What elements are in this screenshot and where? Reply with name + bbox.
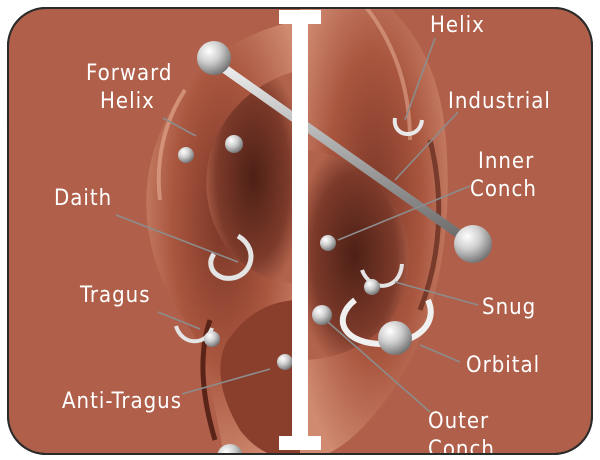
leader-industrial — [394, 111, 459, 181]
outer-conch-stud — [312, 305, 332, 325]
snug-ball — [364, 279, 380, 295]
label-inner-conch-line1: Inner — [478, 149, 534, 174]
center-divider — [279, 10, 321, 450]
industrial-ball-bottom — [454, 225, 492, 263]
label-outer-conch-line2: Conch — [428, 437, 495, 460]
frame-border — [7, 7, 593, 455]
label-tragus: Tragus — [79, 283, 151, 308]
tragus-ball — [204, 331, 220, 347]
leader-inner-conch — [337, 185, 471, 241]
industrial-bar — [210, 57, 475, 247]
industrial-ball-top — [197, 41, 231, 75]
leader-lines — [115, 37, 479, 413]
label-helix: Helix — [430, 13, 485, 38]
forward-helix-stud-1 — [178, 147, 194, 163]
label-daith: Daith — [54, 186, 112, 211]
label-forward-helix-line1: Forward — [86, 61, 172, 86]
helix-ring — [392, 117, 424, 136]
label-orbital: Orbital — [466, 353, 540, 378]
leader-anti-tragus — [181, 368, 271, 395]
leader-snug — [394, 281, 479, 306]
label-industrial: Industrial — [448, 89, 551, 114]
lower-ball — [217, 444, 243, 454]
leader-orbital — [419, 344, 461, 363]
label-snug: Snug — [482, 295, 536, 320]
label-outer-conch-line1: Outer — [428, 409, 489, 434]
leader-outer-conch — [327, 321, 431, 413]
forward-helix-stud-2 — [225, 135, 243, 153]
inner-conch-stud — [320, 235, 336, 251]
label-layer: Forward Helix Daith Tragus Anti-Tragus H… — [54, 13, 551, 460]
leader-forward-helix — [162, 117, 197, 137]
leader-daith — [115, 214, 239, 263]
daith-ring — [208, 233, 254, 281]
orbital-ball — [378, 321, 412, 355]
label-anti-tragus: Anti-Tragus — [62, 389, 182, 414]
label-inner-conch-line2: Conch — [470, 177, 537, 202]
leader-tragus — [157, 311, 201, 330]
label-forward-helix-line2: Helix — [100, 89, 155, 114]
anti-tragus-stud — [277, 354, 293, 370]
snug-ring — [360, 263, 404, 288]
jewelry-layer — [174, 41, 492, 454]
leader-helix — [404, 37, 436, 121]
